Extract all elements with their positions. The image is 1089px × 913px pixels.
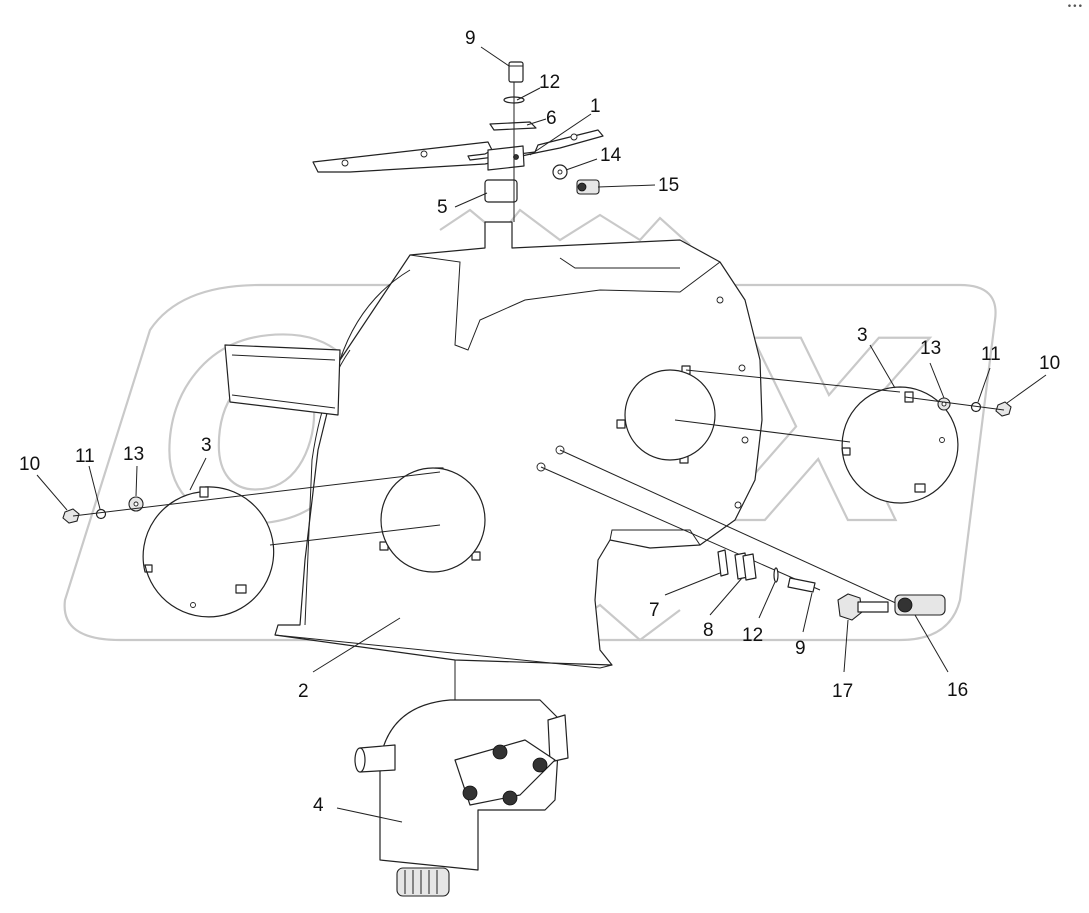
fitting-part-15 xyxy=(576,179,600,195)
callout-13-left: 13 xyxy=(123,444,144,465)
callout-1: 1 xyxy=(590,96,601,117)
top-bracket-part-1 xyxy=(312,129,604,173)
fitting-part-17 xyxy=(837,593,889,621)
washer-part-12-bottom xyxy=(773,567,779,583)
gearbox-part-4 xyxy=(354,699,569,897)
callout-15: 15 xyxy=(658,175,679,196)
nut-part-10-right xyxy=(995,401,1012,417)
bolt-part-9-top xyxy=(508,61,524,83)
shim-part-8 xyxy=(734,552,757,581)
housing-part-2 xyxy=(224,221,763,669)
callout-13-right: 13 xyxy=(920,338,941,359)
callout-2: 2 xyxy=(298,681,309,702)
cover-plate-part-3-left xyxy=(142,486,275,618)
callout-10-right: 10 xyxy=(1039,353,1060,374)
cover-plate-part-3-right xyxy=(841,386,959,504)
callout-11-right: 11 xyxy=(981,344,1001,365)
callout-12-top: 12 xyxy=(539,72,560,93)
shim-part-7 xyxy=(717,549,729,577)
callout-10-left: 10 xyxy=(19,454,40,475)
assembly-lines xyxy=(72,82,1005,700)
callout-3-left: 3 xyxy=(201,435,212,456)
bolt-part-9-bottom xyxy=(787,577,816,593)
leader-lines xyxy=(36,46,1047,823)
callout-9-top: 9 xyxy=(465,28,476,49)
callout-12-bottom: 12 xyxy=(742,625,763,646)
callout-4: 4 xyxy=(313,795,324,816)
lock-washer-part-11-left xyxy=(95,508,107,520)
callout-3-right: 3 xyxy=(857,325,868,346)
fitting-part-16 xyxy=(894,594,946,616)
corner-mark: ••• xyxy=(1066,2,1083,12)
nut-part-10-left xyxy=(62,508,80,524)
callout-14: 14 xyxy=(600,145,622,166)
callout-5: 5 xyxy=(437,197,448,218)
plate-part-6 xyxy=(489,121,537,131)
callout-9-bottom: 9 xyxy=(795,638,806,659)
callout-17: 17 xyxy=(832,681,853,702)
callout-16: 16 xyxy=(947,680,968,701)
callout-7: 7 xyxy=(649,600,660,621)
callout-11-left: 11 xyxy=(75,446,95,467)
callout-labels: 9 12 6 1 14 15 5 3 13 11 10 10 11 13 3 7… xyxy=(19,28,1060,816)
callout-6: 6 xyxy=(546,108,557,129)
spacer-part-5 xyxy=(484,179,518,203)
callout-8: 8 xyxy=(703,620,714,641)
